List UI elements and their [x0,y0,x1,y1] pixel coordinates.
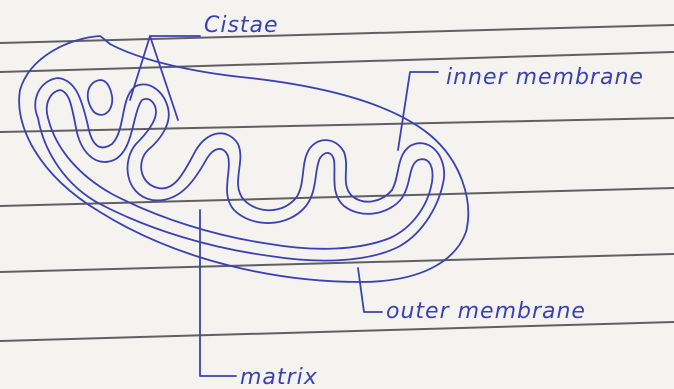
label-cristae: Cistae [204,13,279,38]
ruled-line [0,322,674,341]
ruled-line [0,25,674,43]
outer-membrane-leader [358,268,382,312]
ruled-line [0,118,674,132]
inner-membrane-leader [398,72,438,150]
cristae-leader [130,36,200,120]
label-inner-membrane: inner membrane [446,65,644,90]
label-matrix: matrix [240,365,318,389]
label-outer-membrane: outer membrane [386,299,586,324]
crista-loop [88,80,113,115]
ruled-line [0,254,674,272]
matrix-leader [200,210,236,376]
inner-membrane-outline [35,78,444,261]
